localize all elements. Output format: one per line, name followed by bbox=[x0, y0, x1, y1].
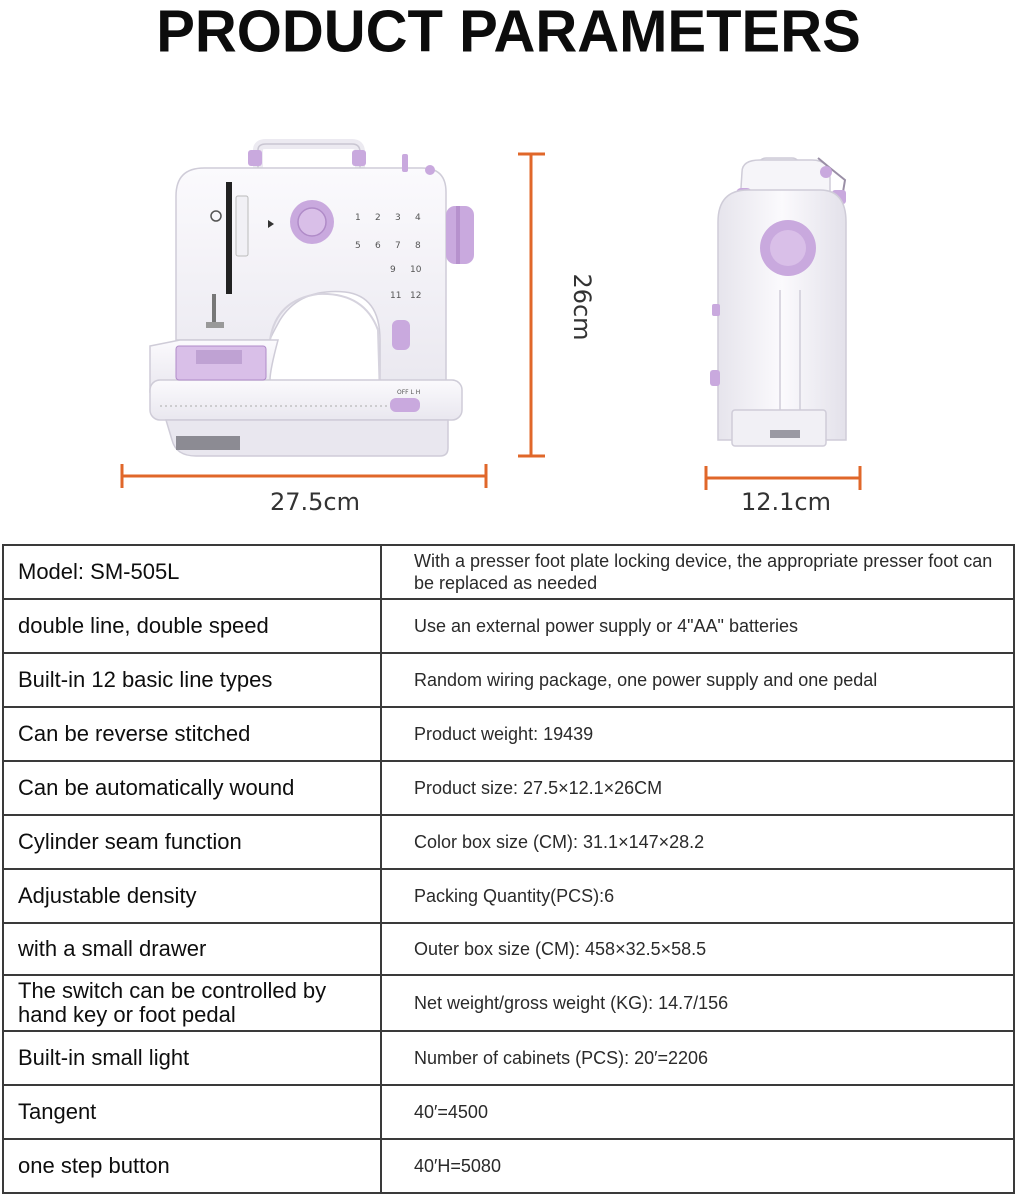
svg-text:11: 11 bbox=[390, 291, 401, 301]
width-label: 27.5cm bbox=[270, 488, 360, 516]
param-feature-cell: one step button bbox=[2, 1138, 382, 1194]
param-spec-cell: Packing Quantity(PCS):6 bbox=[380, 868, 1015, 924]
param-feature-cell: Built-in small light bbox=[2, 1030, 382, 1086]
svg-text:5: 5 bbox=[355, 241, 361, 251]
svg-text:4: 4 bbox=[415, 213, 421, 223]
param-feature-cell: Cylinder seam function bbox=[2, 814, 382, 870]
svg-text:2: 2 bbox=[375, 213, 381, 223]
param-feature-cell: Model: SM-505L bbox=[2, 544, 382, 600]
param-spec-cell: Random wiring package, one power supply … bbox=[380, 652, 1015, 708]
height-label: 26cm bbox=[568, 273, 596, 340]
svg-text:6: 6 bbox=[375, 241, 381, 251]
param-spec-cell: Product size: 27.5×12.1×26CM bbox=[380, 760, 1015, 816]
param-spec-cell: 40′=4500 bbox=[380, 1084, 1015, 1140]
param-feature-cell: double line, double speed bbox=[2, 598, 382, 654]
param-feature-cell: with a small drawer bbox=[2, 922, 382, 976]
param-spec-cell: Use an external power supply or 4"AA" ba… bbox=[380, 598, 1015, 654]
param-spec-cell: Number of cabinets (PCS): 20′=2206 bbox=[380, 1030, 1015, 1086]
param-spec-cell: Product weight: 19439 bbox=[380, 706, 1015, 762]
param-spec-cell: Net weight/gross weight (KG): 14.7/156 bbox=[380, 974, 1015, 1032]
param-spec-cell: 40′H=5080 bbox=[380, 1138, 1015, 1194]
width-dimension-line bbox=[120, 464, 488, 488]
table-row: The switch can be controlled by hand key… bbox=[2, 974, 1015, 1032]
svg-text:1: 1 bbox=[355, 213, 361, 223]
page-title: PRODUCT PARAMETERS bbox=[156, 0, 861, 65]
depth-dimension-line bbox=[704, 466, 862, 490]
svg-text:9: 9 bbox=[390, 265, 396, 275]
param-feature-cell: Can be reverse stitched bbox=[2, 706, 382, 762]
param-feature-cell: Built-in 12 basic line types bbox=[2, 652, 382, 708]
svg-text:OFF L H: OFF L H bbox=[397, 389, 420, 396]
depth-label: 12.1cm bbox=[741, 488, 831, 516]
height-dimension-line bbox=[518, 152, 545, 458]
param-feature-cell: Adjustable density bbox=[2, 868, 382, 924]
svg-text:12: 12 bbox=[410, 291, 421, 301]
svg-text:7: 7 bbox=[395, 241, 401, 251]
param-spec-cell: Outer box size (CM): 458×32.5×58.5 bbox=[380, 922, 1015, 976]
svg-text:10: 10 bbox=[410, 265, 422, 275]
svg-text:3: 3 bbox=[395, 213, 401, 223]
svg-text:8: 8 bbox=[415, 241, 421, 251]
param-spec-cell: With a presser foot plate locking device… bbox=[380, 544, 1015, 600]
sewing-machine-side-image bbox=[710, 157, 847, 447]
param-spec-cell: Color box size (CM): 31.1×147×28.2 bbox=[380, 814, 1015, 870]
param-feature-cell: The switch can be controlled by hand key… bbox=[2, 974, 382, 1032]
param-feature-cell: Tangent bbox=[2, 1084, 382, 1140]
param-feature-cell: Can be automatically wound bbox=[2, 760, 382, 816]
